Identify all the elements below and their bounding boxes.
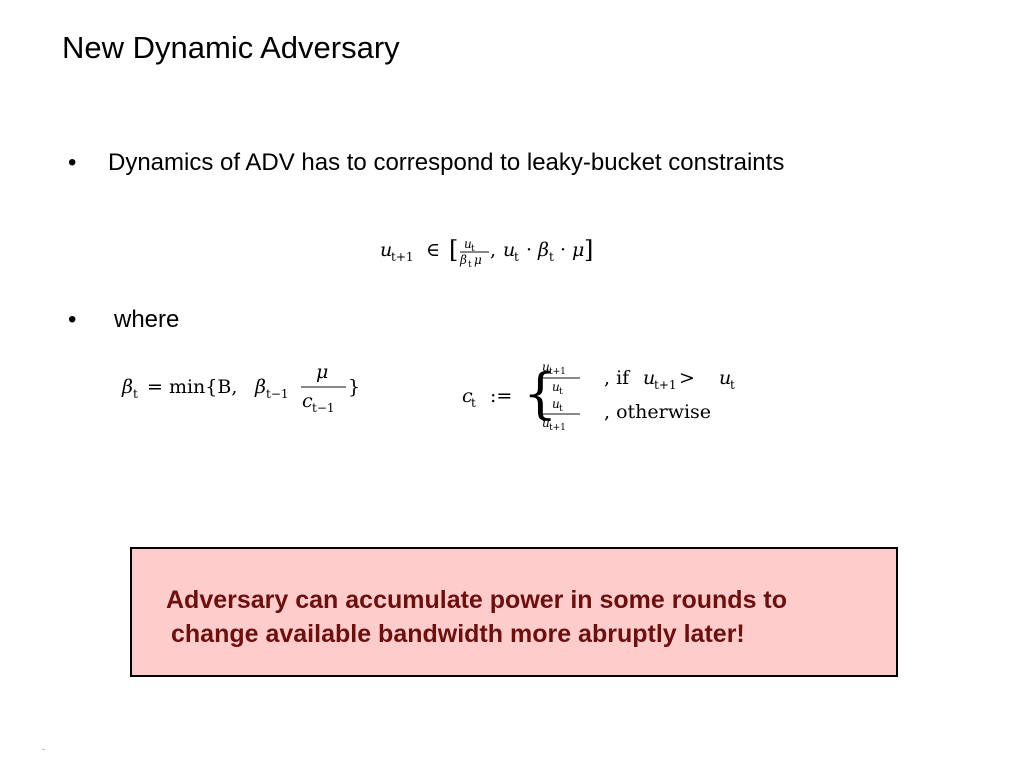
slide-title: New Dynamic Adversary — [62, 30, 400, 65]
c-def-case1-den-sub: t — [559, 387, 563, 397]
c-def-case1-den: u — [552, 380, 560, 394]
c-def-case1-cond-u1-sub: t+1 — [654, 378, 677, 392]
beta-def-frac-den: c — [302, 390, 313, 412]
update-rule-product-beta-sub: t — [549, 250, 554, 264]
c-def-case2-den-sub: t+1 — [549, 423, 566, 433]
update-rule-product-u-sub: t — [514, 250, 519, 264]
update-rule-formula: u t+1 ∈ [ u t β t μ , u t · β t · μ ] — [380, 236, 593, 270]
update-rule-frac-den-tail: μ — [474, 253, 482, 267]
c-def-lhs: c — [462, 385, 473, 407]
update-rule-product-beta: β — [537, 239, 549, 261]
update-rule-comma: , — [490, 239, 496, 261]
c-def-case1-cond-u2: u — [719, 367, 731, 389]
highlight-callout-box: Adversary can accumulate power in some r… — [130, 547, 898, 677]
beta-definition-formula: β t = min{B, β t−1 μ c t−1 } — [121, 361, 360, 415]
bullet-text-where: where — [114, 306, 180, 333]
c-def-case1-cond-u1: u — [643, 367, 655, 389]
c-def-case1-num-sub: t+1 — [549, 367, 566, 377]
callout-line-2: change available bandwidth more abruptly… — [171, 620, 745, 648]
beta-def-close-brace: } — [348, 376, 360, 398]
c-def-case2-condition: , otherwise — [604, 401, 711, 423]
callout-line-1: Adversary can accumulate power in some r… — [166, 586, 788, 614]
bullet-marker: • — [68, 149, 77, 176]
update-rule-product-u: u — [503, 239, 515, 261]
bullet-where: • where — [68, 306, 179, 334]
update-rule-product-mu: μ — [572, 239, 584, 261]
bullet-text-dynamics: Dynamics of ADV has to correspond to lea… — [108, 149, 785, 176]
c-def-case1-cond-gt: > — [679, 367, 695, 389]
bullet-dynamics: • Dynamics of ADV has to correspond to l… — [68, 149, 784, 177]
slide-footer-mark: - — [42, 744, 45, 754]
c-def-case1-num: u — [542, 360, 550, 374]
beta-def-frac-den-sub: t−1 — [312, 401, 335, 415]
c-def-assign: := — [490, 385, 512, 407]
beta-def-beta-prev: β — [254, 376, 266, 398]
callout-text: Adversary can accumulate power in some r… — [166, 583, 787, 651]
c-def-case1-condition-prefix: , if — [604, 367, 631, 389]
update-rule-open-bracket: [ — [449, 236, 458, 264]
c-def-case1-cond-u2-sub: t — [730, 378, 735, 392]
update-rule-frac-den-sub: t — [468, 260, 472, 270]
bullet-marker: • — [68, 306, 77, 333]
update-rule-frac-num: u — [464, 237, 472, 251]
update-rule-lhs: u — [380, 239, 392, 261]
update-rule-frac-den: β — [459, 253, 467, 267]
c-def-case2-den: u — [542, 416, 550, 430]
c-definition-formula: c t := { u t+1 u t , if u t+1 > u t u t … — [462, 360, 735, 433]
update-rule-relation: ∈ — [426, 239, 440, 261]
update-rule-dot-1: · — [526, 239, 532, 261]
beta-def-lhs: β — [121, 376, 133, 398]
beta-def-lhs-sub: t — [133, 387, 138, 401]
update-rule-dot-2: · — [560, 239, 566, 261]
c-def-case2-num-sub: t — [559, 404, 563, 414]
c-def-case2-num: u — [552, 397, 560, 411]
update-rule-close-bracket: ] — [584, 236, 593, 264]
beta-def-frac-num: μ — [316, 361, 328, 383]
update-rule-frac-num-sub: t — [471, 244, 475, 254]
beta-def-beta-prev-sub: t−1 — [266, 387, 289, 401]
update-rule-lhs-sub: t+1 — [391, 250, 414, 264]
beta-def-equals-min: = min{B, — [147, 376, 237, 398]
c-def-lhs-sub: t — [471, 396, 476, 410]
